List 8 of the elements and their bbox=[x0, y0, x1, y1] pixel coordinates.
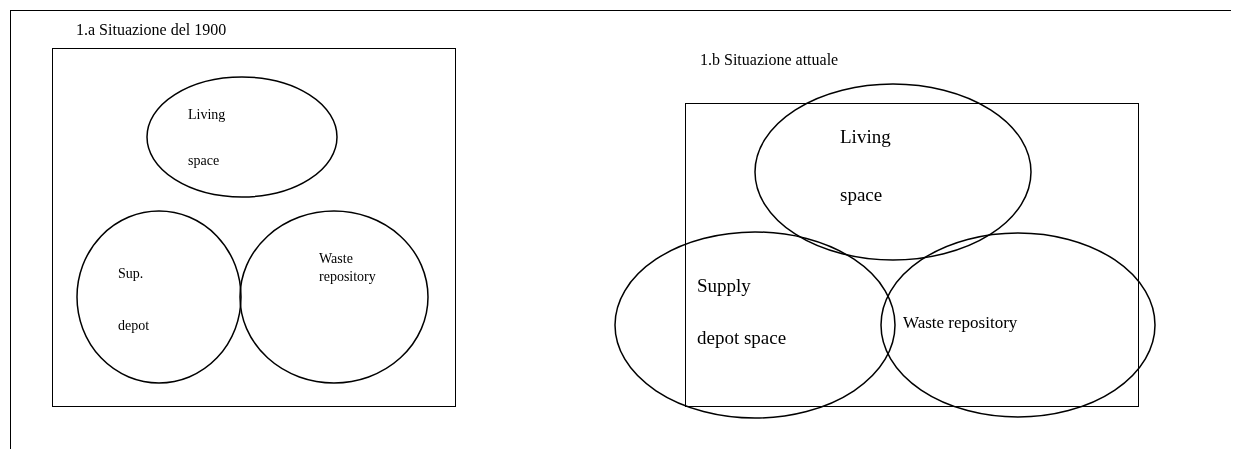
ellipse-label: Living space bbox=[188, 106, 227, 170]
ellipse-label: Living space bbox=[840, 125, 892, 207]
ellipse-label: Supply depot space bbox=[697, 274, 788, 350]
ellipse-label: Waste repository bbox=[903, 313, 1019, 333]
ellipse-label: Waste repository bbox=[319, 250, 377, 286]
ellipse-label: Sup. depot bbox=[118, 265, 151, 335]
panel-heading: 1.b Situazione attuale bbox=[700, 50, 839, 70]
panel-heading: 1.a Situazione del 1900 bbox=[76, 20, 227, 40]
